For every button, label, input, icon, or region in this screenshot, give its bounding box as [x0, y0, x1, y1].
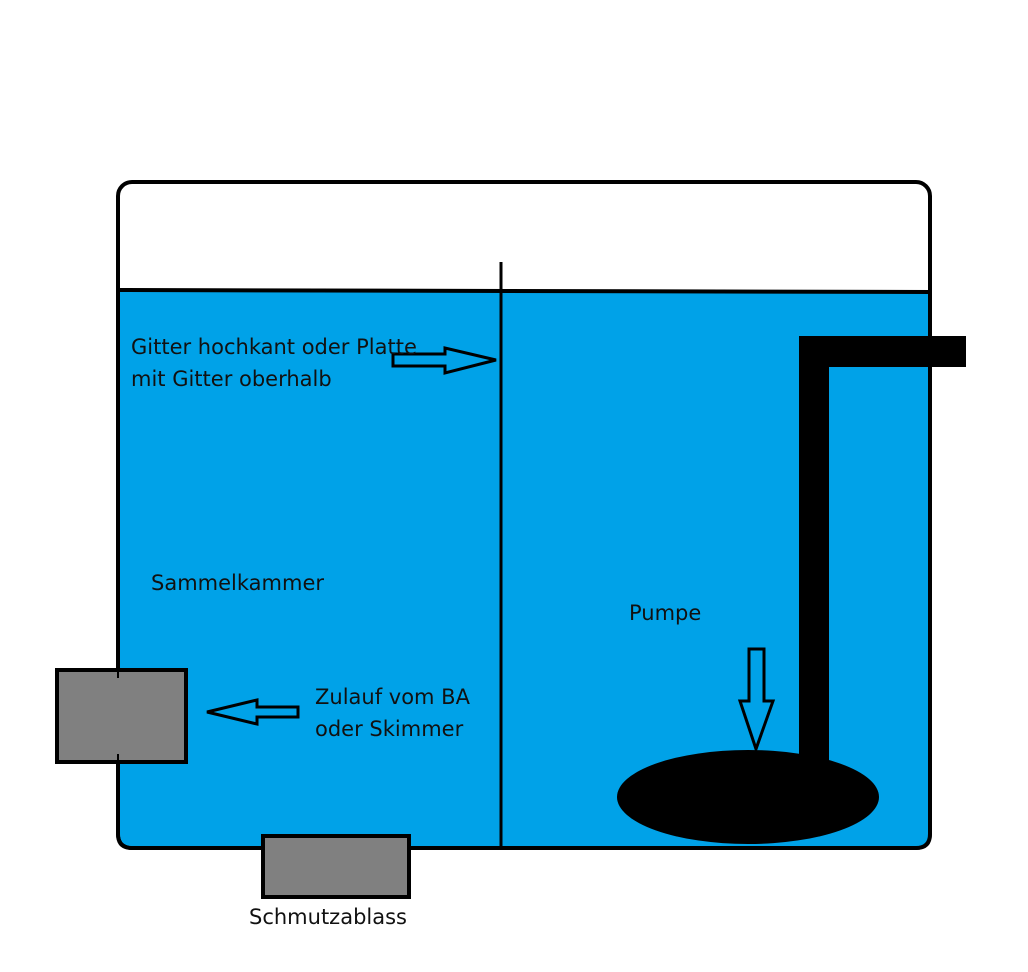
label-grid-info: Gitter hochkant oder Platte mit Gitter o… — [131, 331, 417, 395]
label-pump-text: Pumpe — [629, 601, 702, 625]
tank-lower-outline — [116, 290, 932, 850]
label-grid-line2: mit Gitter oberhalb — [131, 367, 332, 391]
water-surface-line — [117, 288, 931, 294]
pump-shape — [617, 750, 879, 844]
water-body — [120, 291, 930, 846]
outlet-pipe-horizontal — [799, 336, 966, 367]
label-pump: Pumpe — [629, 597, 701, 629]
label-inlet: Zulauf vom BA oder Skimmer — [315, 681, 470, 745]
label-grid-line1: Gitter hochkant oder Platte — [131, 335, 417, 359]
label-inlet-line2: oder Skimmer — [315, 717, 464, 741]
drain-box — [261, 834, 411, 899]
label-drain-text: Schmutzablass — [249, 905, 407, 929]
label-collection-chamber-text: Sammelkammer — [151, 571, 324, 595]
label-inlet-line1: Zulauf vom BA — [315, 685, 470, 709]
arrow-inlet — [206, 698, 300, 726]
label-drain: Schmutzablass — [249, 901, 407, 933]
arrow-to-grid — [391, 346, 497, 375]
label-collection-chamber: Sammelkammer — [151, 567, 324, 599]
arrow-to-pump — [737, 647, 776, 754]
outlet-pipe-vertical — [799, 336, 829, 762]
inlet-box — [55, 668, 188, 764]
